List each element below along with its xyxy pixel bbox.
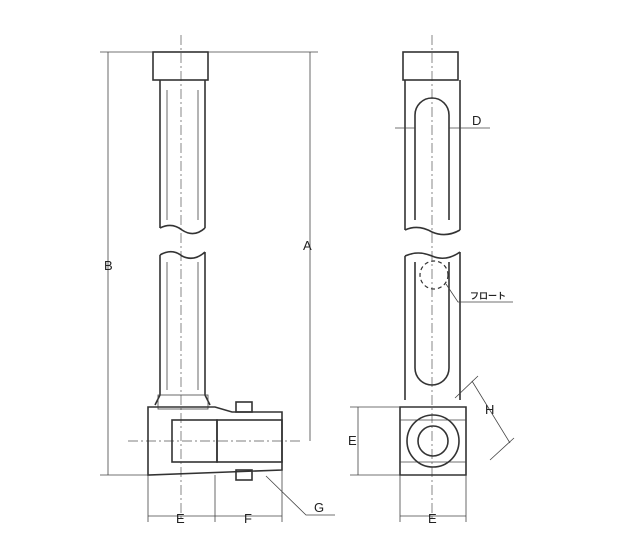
- label-E-vertical: E: [348, 433, 357, 448]
- port-outer: [406, 414, 460, 468]
- side-section-view: B A E F G: [100, 35, 335, 526]
- tube-lower: [154, 250, 211, 406]
- tube-upper-front: [404, 80, 461, 236]
- float-ball: [419, 260, 449, 290]
- lock-nut-top: [235, 401, 253, 413]
- sight-slot-upper: [414, 97, 450, 220]
- front-view: フロート D E E H: [348, 35, 515, 526]
- tube-upper: [159, 80, 206, 235]
- tube-lower-front: [404, 251, 461, 400]
- dimension-H: [471, 380, 511, 444]
- lock-nut-bottom: [235, 469, 253, 481]
- label-G: G: [314, 500, 324, 515]
- knurled-cap: [152, 51, 209, 81]
- label-E-left: E: [176, 511, 185, 526]
- label-float: フロート: [470, 291, 506, 301]
- label-D: D: [472, 113, 481, 128]
- label-A: A: [303, 238, 312, 253]
- label-B: B: [104, 258, 113, 273]
- label-F: F: [244, 511, 252, 526]
- hex-body: [399, 406, 467, 476]
- sight-slot-lower: [414, 262, 450, 386]
- tube-nut: [157, 394, 209, 410]
- leader-G: [265, 475, 335, 516]
- leader-float: [445, 283, 513, 303]
- label-E-bottom: E: [428, 511, 437, 526]
- knurled-cap-front: [402, 51, 459, 81]
- label-H: H: [485, 402, 494, 417]
- port-inner: [417, 425, 449, 457]
